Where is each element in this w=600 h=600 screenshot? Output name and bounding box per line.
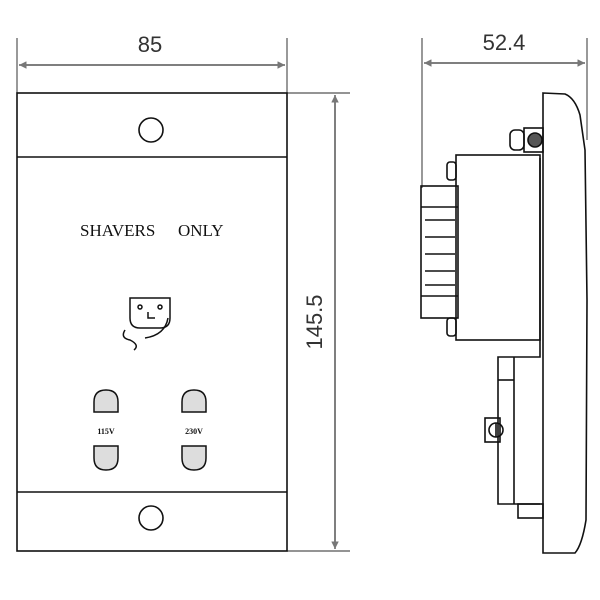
screw-hole-bottom: [138, 505, 164, 531]
voltage-label-230v: 230V: [185, 427, 203, 436]
only-label: ONLY: [178, 221, 224, 240]
socket-230v: [181, 389, 207, 471]
depth-label: 52.4: [483, 30, 526, 55]
depth-dimension: [421, 38, 588, 188]
socket-115v: [93, 389, 119, 471]
width-dimension: [16, 38, 288, 93]
side-view: [420, 92, 588, 554]
voltage-label-115v: 115V: [97, 427, 115, 436]
height-label: 145.5: [302, 294, 327, 349]
width-label: 85: [138, 32, 162, 57]
screw-hole-top: [138, 117, 164, 143]
shavers-label: SHAVERS: [80, 221, 155, 240]
front-plate: [16, 92, 288, 552]
height-dimension: [287, 92, 350, 552]
shaver-symbol-icon: [122, 297, 171, 351]
